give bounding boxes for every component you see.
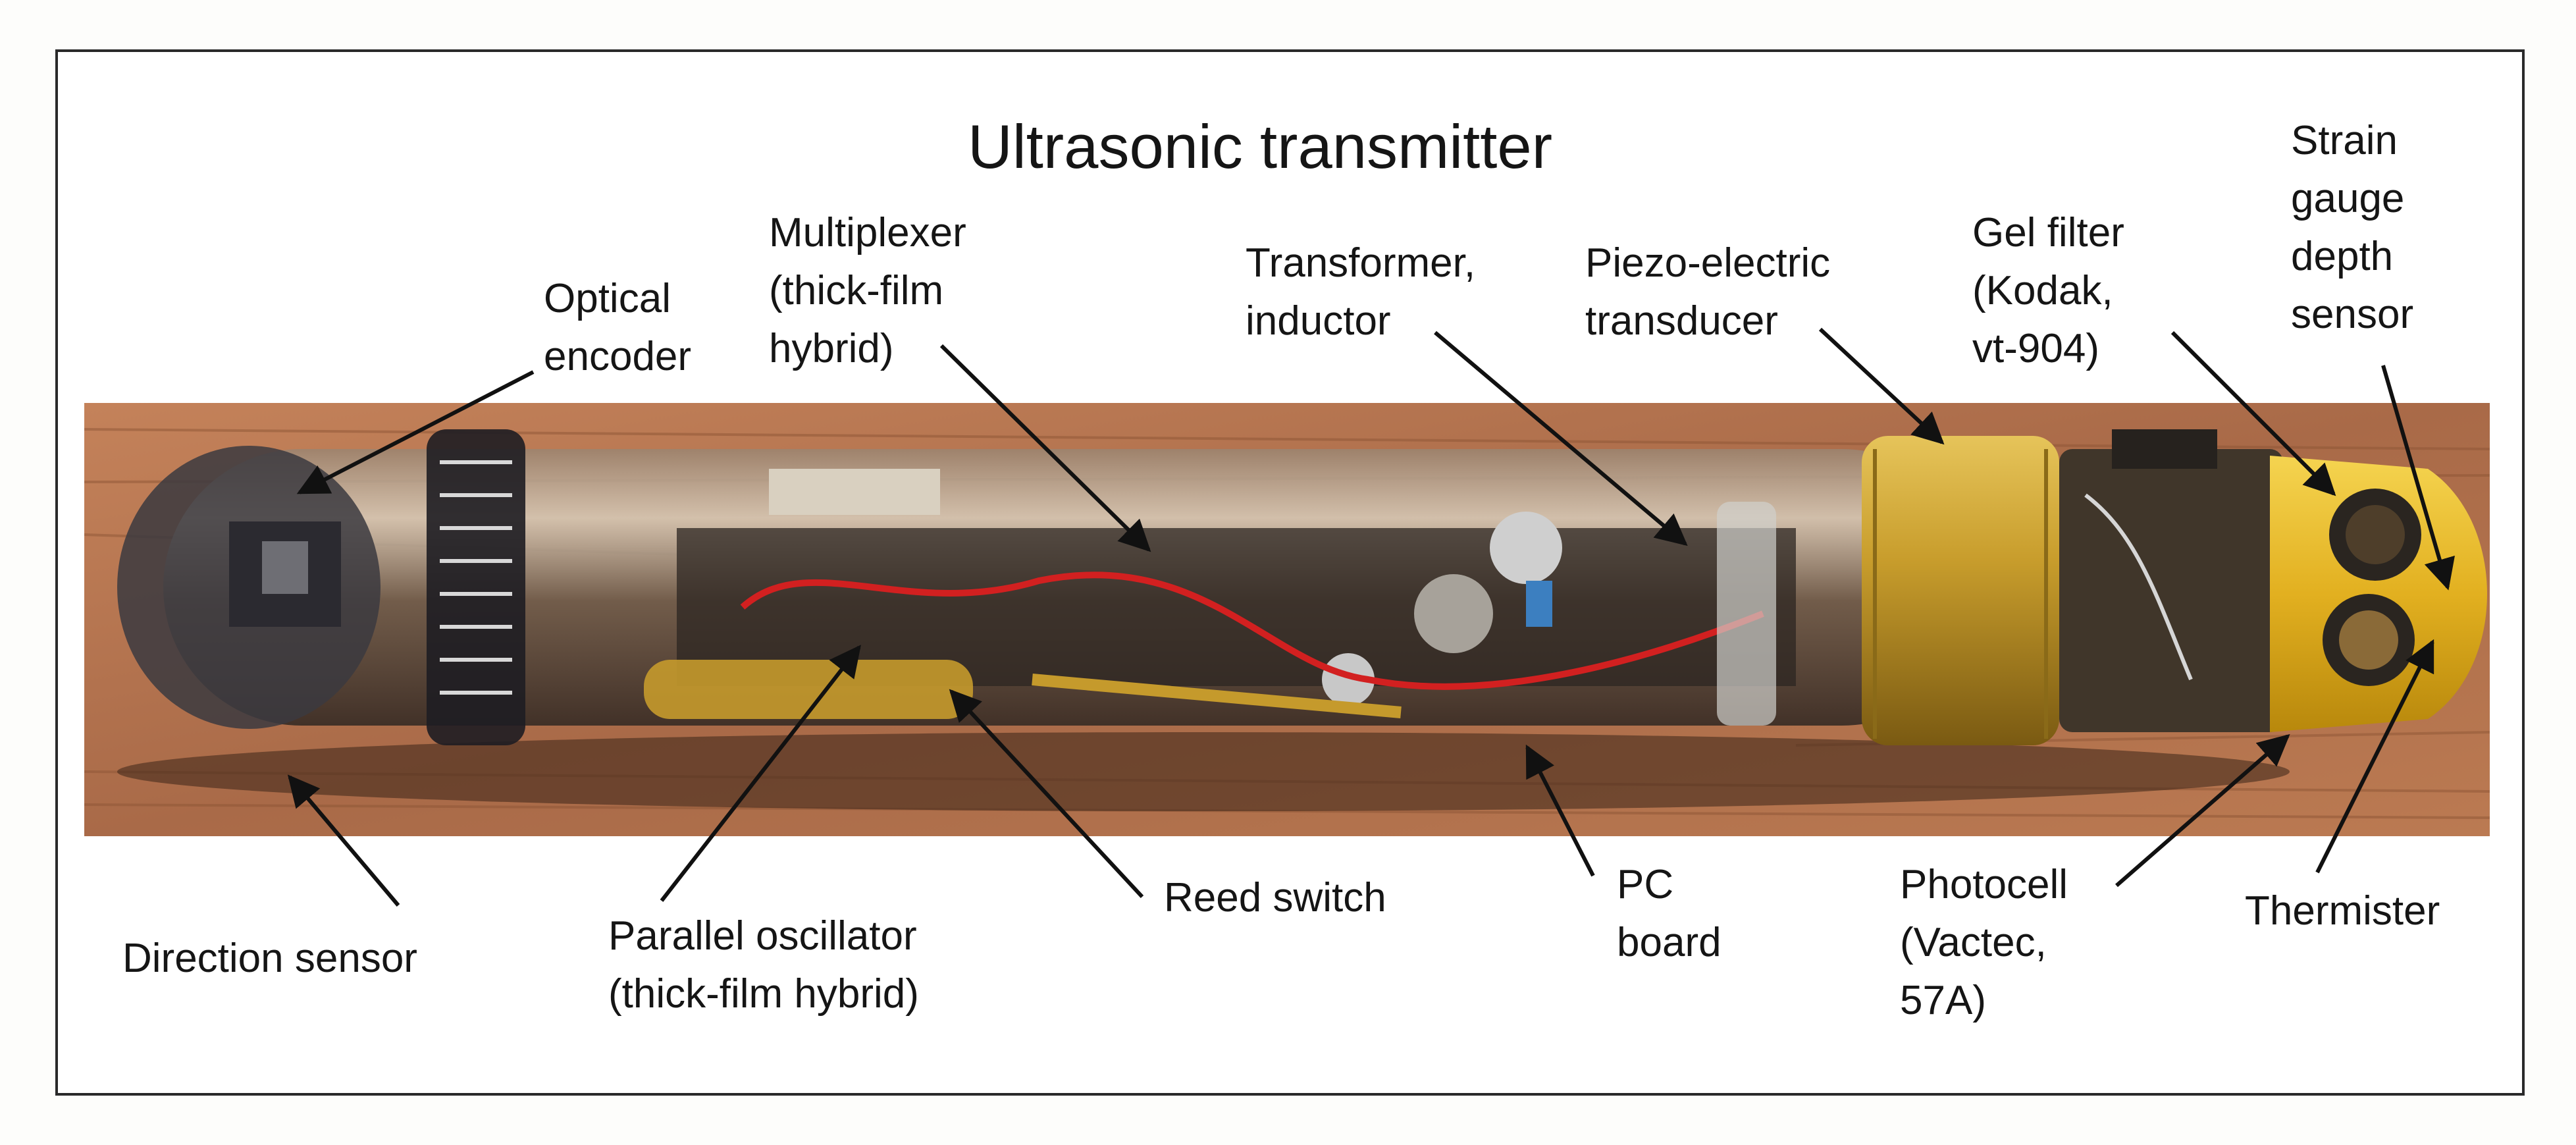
transmitter-photo — [84, 403, 2490, 836]
label-multiplexer: Multiplexer (thick-film hybrid) — [769, 210, 966, 371]
label-thermister: Thermister — [2245, 888, 2440, 934]
label-photocell: Photocell (Vactec, 57A) — [1900, 862, 2068, 1023]
brass-transducer — [1862, 436, 2059, 745]
figure-title: Ultrasonic transmitter — [968, 112, 1552, 181]
label-strain-gauge: Strain gauge depth sensor — [2291, 118, 2414, 337]
label-reed-switch: Reed switch — [1164, 875, 1386, 920]
label-parallel-oscillator: Parallel oscillator (thick-film hybrid) — [608, 913, 919, 1017]
label-pc-board: PC board — [1617, 862, 1722, 965]
label-piezo-transducer: Piezo-electric transducer — [1585, 240, 1831, 344]
label-transformer: Transformer, inductor — [1246, 240, 1476, 344]
label-direction-sensor: Direction sensor — [122, 936, 417, 981]
label-gel-filter: Gel filter (Kodak, vt-904) — [1972, 210, 2124, 371]
label-optical-encoder: Optical encoder — [544, 276, 692, 379]
